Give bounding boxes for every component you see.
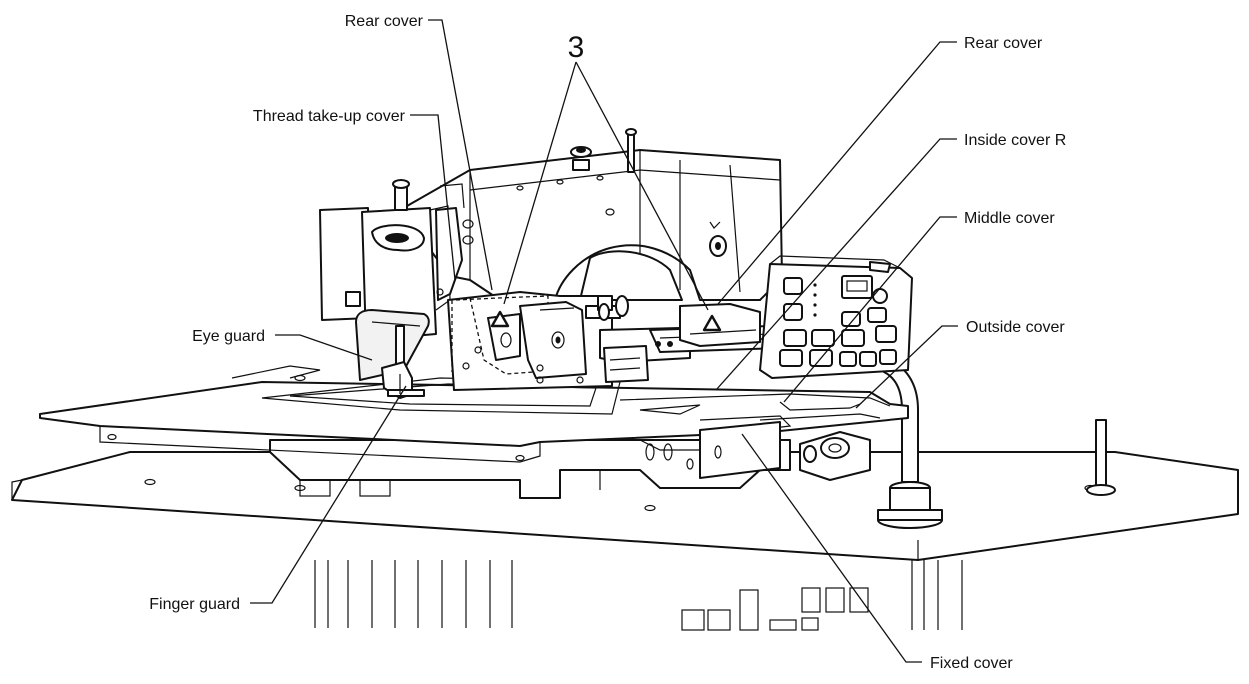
clamp-mechanism	[447, 291, 781, 391]
label-rear-cover-left: Rear cover	[345, 13, 424, 30]
label-thread-take-up-cover: Thread take-up cover	[253, 108, 406, 125]
table-stand	[314, 560, 963, 631]
machine-illustration	[11, 128, 1239, 631]
labels: 3 Rear cover Thread take-up cover Eye gu…	[149, 13, 1066, 672]
callout-number-3: 3	[568, 31, 585, 64]
leader-lines	[250, 19, 958, 663]
rear-cover-right-panel	[679, 303, 761, 347]
label-finger-guard: Finger guard	[149, 596, 240, 613]
operation-panel	[759, 255, 913, 379]
label-outside-cover: Outside cover	[966, 319, 1065, 336]
label-fixed-cover: Fixed cover	[930, 655, 1013, 672]
warning-triangle-left	[490, 310, 510, 328]
machine-base	[269, 439, 791, 499]
label-rear-cover-right: Rear cover	[964, 35, 1043, 52]
fixed-cover-bracket	[699, 421, 871, 481]
cover-plate	[39, 365, 909, 463]
label-inside-cover-r: Inside cover R	[964, 132, 1066, 149]
warning-triangle-right	[702, 314, 722, 332]
sewing-head	[399, 128, 783, 301]
thread-stand-pipe	[877, 361, 943, 529]
face-plate	[319, 179, 474, 399]
label-eye-guard: Eye guard	[192, 328, 265, 345]
label-middle-cover: Middle cover	[964, 210, 1055, 227]
